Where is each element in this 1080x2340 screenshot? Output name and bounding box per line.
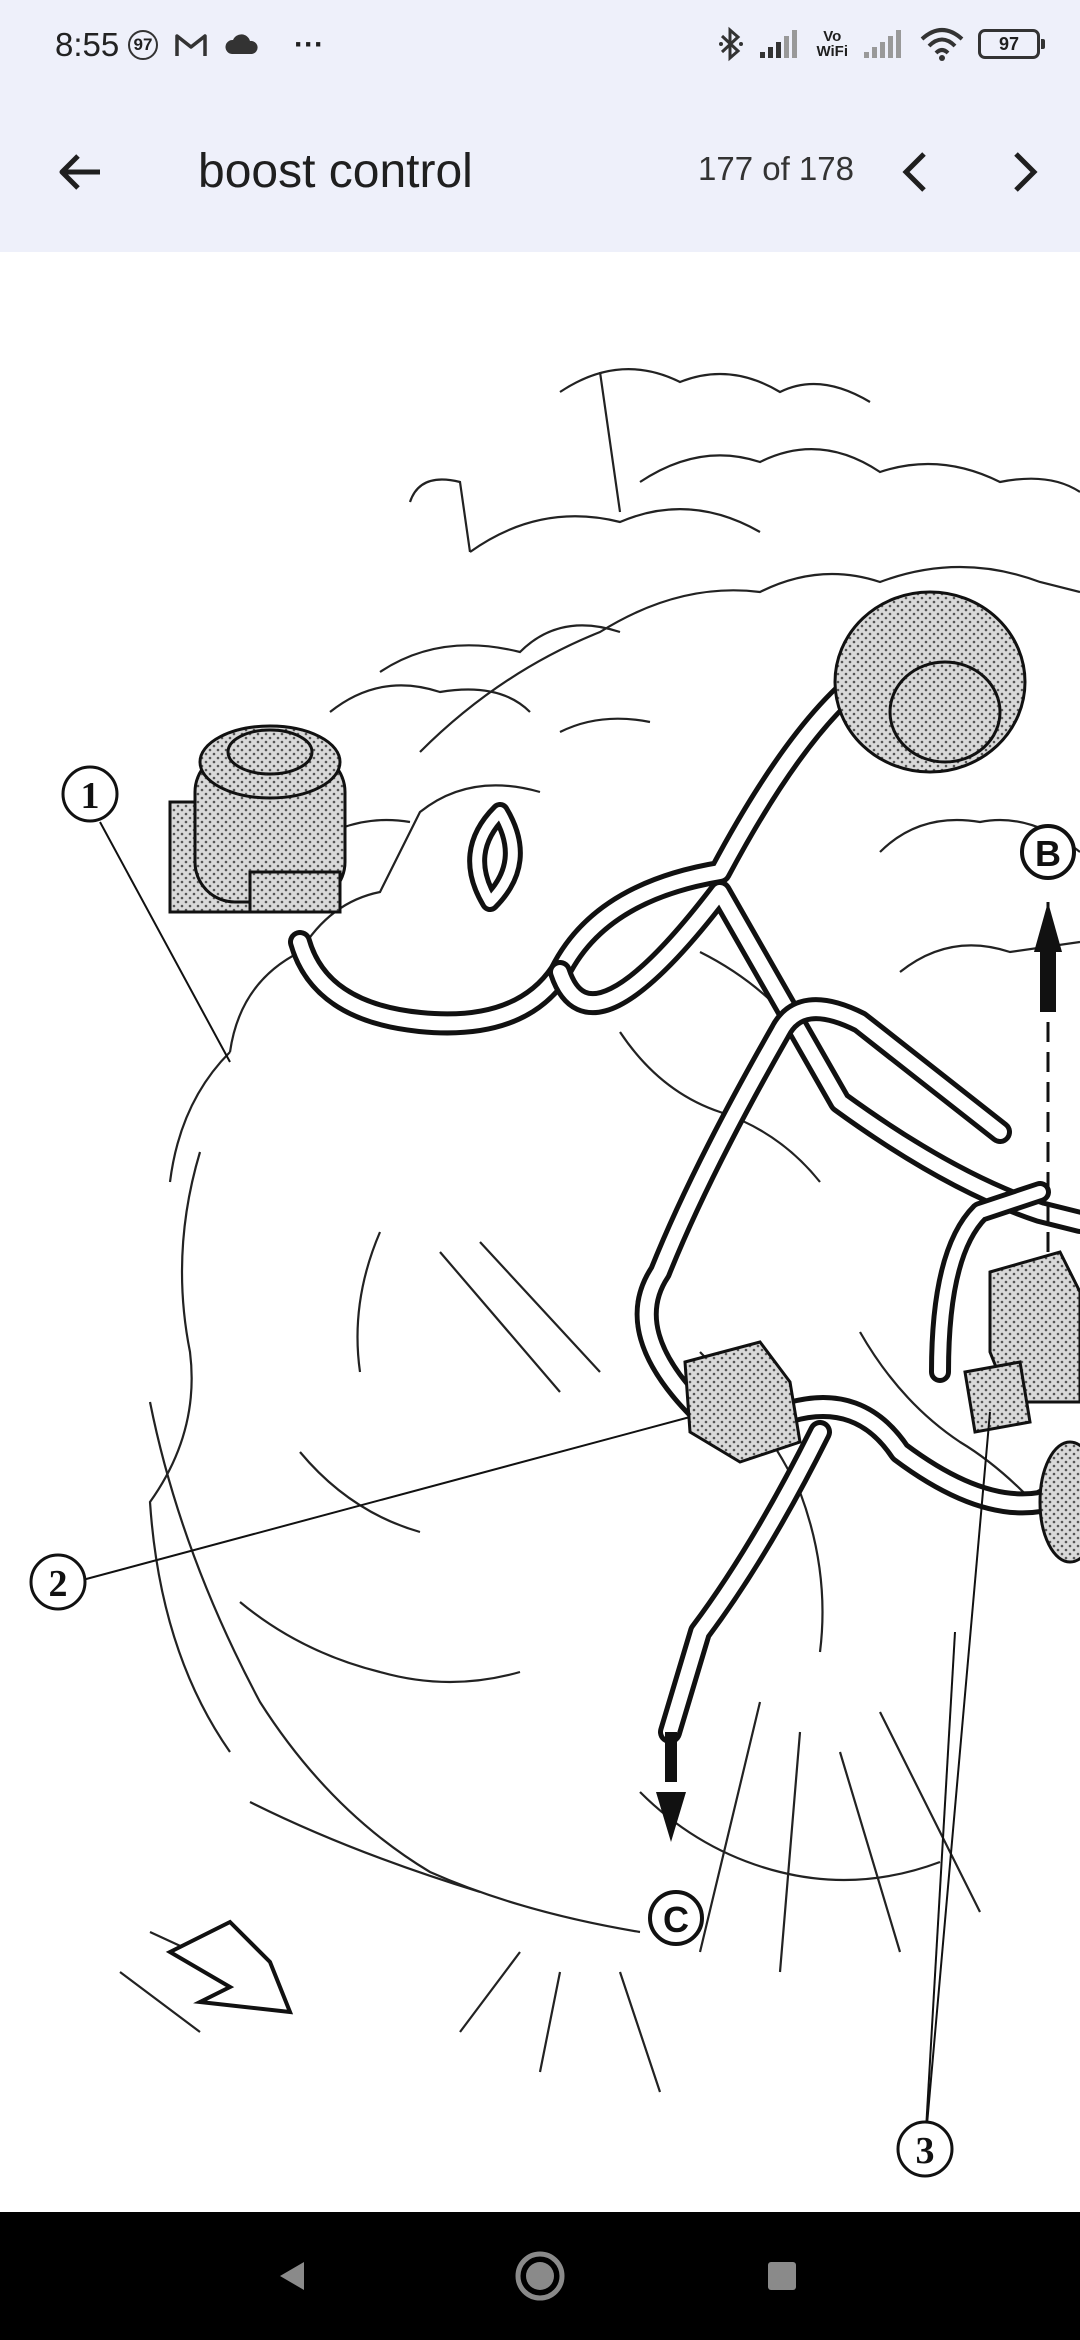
nav-recents-button[interactable] (752, 2246, 812, 2306)
label-c: C (648, 1890, 704, 1946)
nav-home-button[interactable] (510, 2246, 570, 2306)
circle-home-icon (515, 2251, 565, 2301)
svg-text:B: B (1035, 833, 1061, 874)
next-result-button[interactable] (992, 140, 1056, 204)
system-navigation-bar (0, 2212, 1080, 2340)
bluetooth-icon (719, 26, 744, 62)
notification-count-badge: 97 (128, 30, 158, 60)
svg-text:3: 3 (916, 2130, 935, 2172)
cloud-icon (225, 34, 258, 54)
vacuum-hoses (288, 650, 1080, 1744)
flow-arrow-b (1034, 902, 1062, 1252)
search-query-title: boost control (198, 145, 473, 198)
signal-icon (760, 30, 798, 58)
status-icons-left: 97 ··· (128, 28, 324, 62)
back-button[interactable] (48, 140, 112, 204)
wifi-icon (920, 28, 964, 61)
callout-3: 3 (896, 2120, 954, 2178)
chevron-left-icon (902, 152, 926, 192)
vacuum-canister (833, 590, 1027, 774)
svg-text:2: 2 (49, 1563, 68, 1605)
engine-vacuum-hose-diagram: 1 2 3 B C (29, 368, 1080, 2178)
flow-arrow-c (656, 1732, 686, 1842)
component-2-solenoid (683, 1340, 802, 1464)
app-bar: boost control 177 of 178 (0, 100, 1080, 252)
nav-back-button[interactable] (262, 2246, 322, 2306)
arrow-back-icon (59, 154, 100, 190)
callout-1: 1 (61, 765, 119, 823)
previous-result-button[interactable] (884, 140, 948, 204)
more-notifications-icon: ··· (294, 28, 324, 61)
svg-text:1: 1 (81, 775, 100, 817)
callout-2: 2 (29, 1553, 87, 1611)
document-page[interactable]: 1 2 3 B C (0, 252, 1080, 2212)
result-counter: 177 of 178 (698, 150, 854, 187)
component-3-solenoids (963, 1250, 1080, 1564)
callout-leader-lines (74, 821, 991, 2148)
triangle-back-icon (280, 2262, 304, 2290)
square-recents-icon (768, 2262, 796, 2290)
front-direction-arrow (165, 1919, 294, 2015)
svg-text:C: C (663, 1899, 689, 1940)
label-b: B (1020, 824, 1076, 880)
signal-icon-secondary (864, 30, 901, 58)
chevron-right-icon (1014, 152, 1038, 192)
status-time: 8:55 (55, 26, 120, 63)
component-1-valve (168, 724, 347, 914)
battery-indicator: 97 (978, 29, 1045, 59)
gmail-icon (175, 34, 207, 56)
